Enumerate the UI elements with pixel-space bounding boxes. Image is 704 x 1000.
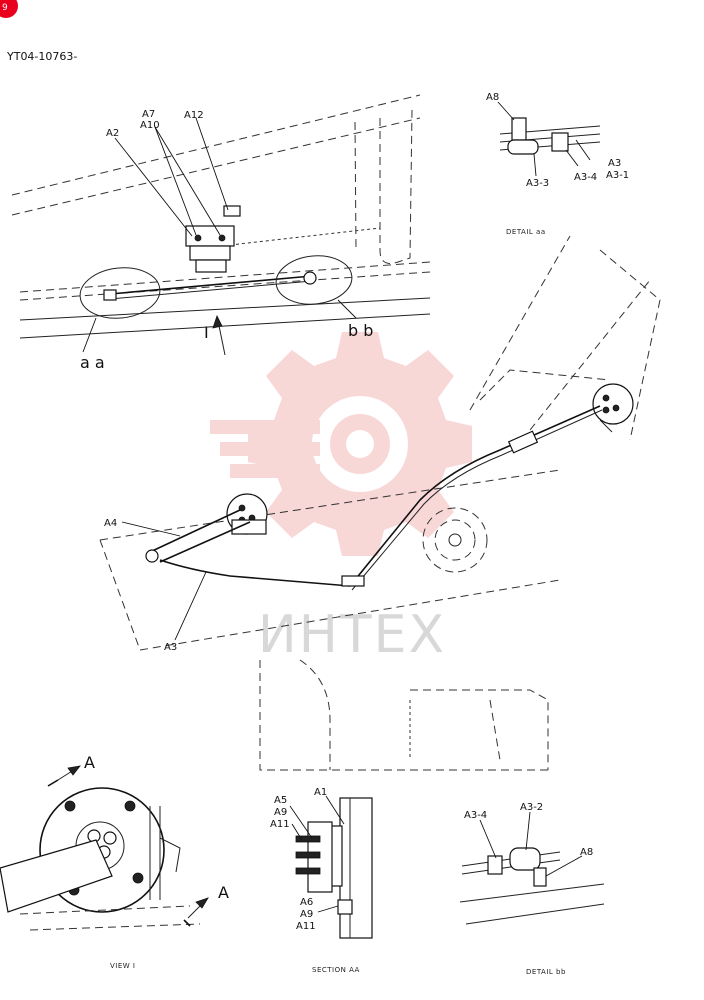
label-a3-detail-aa: A3 — [608, 158, 621, 169]
caption-view-i: VIEW I — [110, 962, 136, 970]
brand-badge-icon[interactable]: 9 — [0, 0, 18, 18]
section-mark-a-top: A — [84, 753, 95, 772]
view-i-drawing — [0, 765, 209, 931]
section-mark-a-bottom: A — [218, 883, 229, 902]
label-a1-section: A1 — [314, 787, 327, 798]
label-a11-section-top: A11 — [270, 819, 290, 830]
label-a4-main: A4 — [104, 518, 117, 529]
callout-aa-label: a a — [80, 353, 105, 372]
caption-section-aa: SECTION AA — [312, 966, 360, 974]
label-a6-section: A6 — [300, 897, 313, 908]
label-a3-1-detail-aa: A3-1 — [606, 170, 629, 181]
watermark-logo-icon — [210, 332, 472, 556]
label-a8-detail-bb: A8 — [580, 847, 593, 858]
label-a9-section-bottom: A9 — [300, 909, 313, 920]
label-a3-2-detail-bb: A3-2 — [520, 802, 543, 813]
drawing-code: YT04-10763- — [6, 50, 77, 63]
label-a3-4-detail-aa: A3-4 — [574, 172, 597, 183]
caption-detail-bb: DETAIL bb — [526, 968, 566, 976]
caption-detail-aa: DETAIL aa — [506, 228, 546, 236]
callout-aa-ellipse[interactable] — [78, 264, 163, 322]
main-view-boom-arm — [99, 235, 661, 771]
label-a10: A10 — [140, 120, 160, 131]
label-a11-section-bottom: A11 — [296, 921, 316, 932]
label-a7: A7 — [142, 109, 155, 120]
label-a9-section-top: A9 — [274, 807, 287, 818]
section-aa-drawing — [289, 795, 373, 939]
label-a3-3-detail-aa: A3-3 — [526, 178, 549, 189]
label-a8-detail-aa: A8 — [486, 92, 499, 103]
view-arrow-label: I — [204, 323, 209, 342]
svg-text:9: 9 — [2, 3, 8, 13]
label-a12: A12 — [184, 110, 204, 121]
label-a3-main: A3 — [164, 642, 177, 653]
label-a5-section: A5 — [274, 795, 287, 806]
label-a2: A2 — [106, 128, 119, 139]
label-a3-4-detail-bb: A3-4 — [464, 810, 487, 821]
detail-bb-drawing — [459, 811, 605, 925]
callout-bb-label: b b — [348, 321, 373, 340]
watermark-text: ИНТЕХ — [258, 605, 446, 665]
callout-bb-ellipse[interactable] — [274, 252, 355, 308]
top-view-boom — [11, 94, 431, 356]
detail-aa-drawing — [497, 101, 601, 177]
